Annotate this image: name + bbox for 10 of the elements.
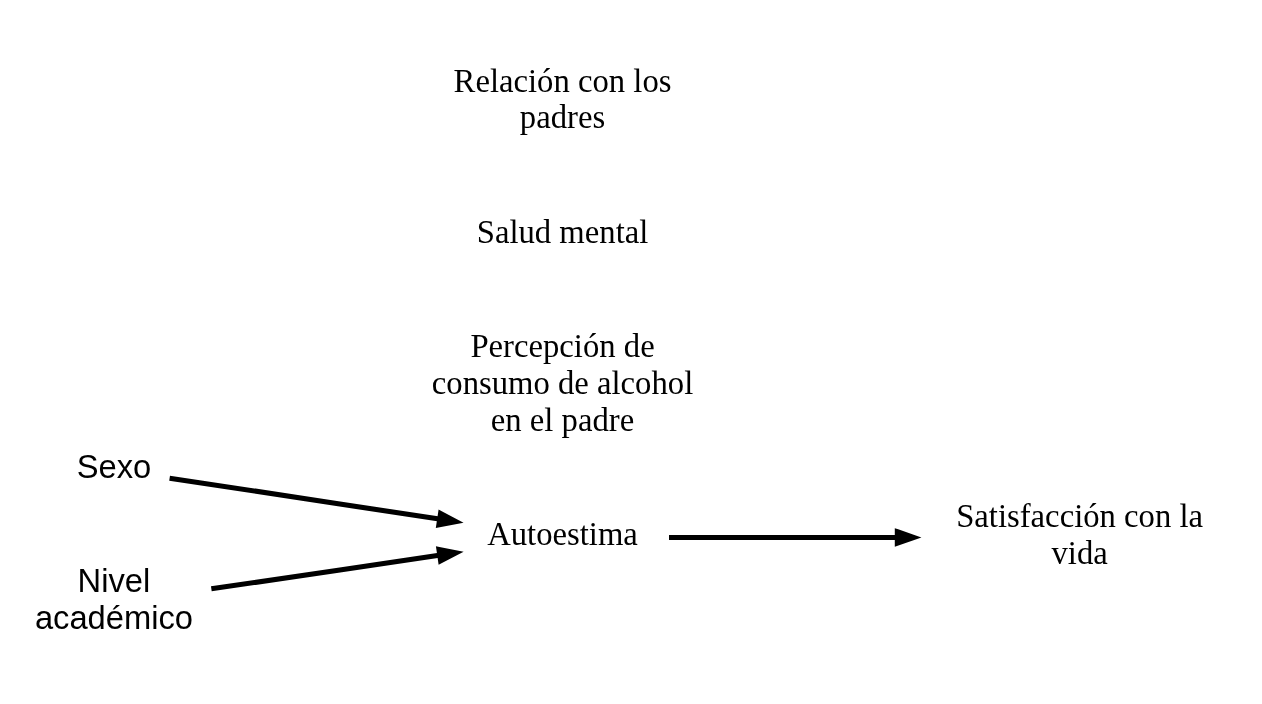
arrow [169,475,464,528]
node-text: Autoestima [487,515,638,552]
node-text: Relación con los padres [453,62,672,135]
node-text: Sexo [76,447,152,485]
node-text: Satisfacción con la vida [956,497,1204,571]
node-text: Salud mental [476,213,649,250]
node-text: Nivel académico [34,561,193,636]
node-text: Percepción de consumo de alcohol en el padre [431,327,694,438]
arrow [669,527,922,547]
arrow [210,545,464,591]
